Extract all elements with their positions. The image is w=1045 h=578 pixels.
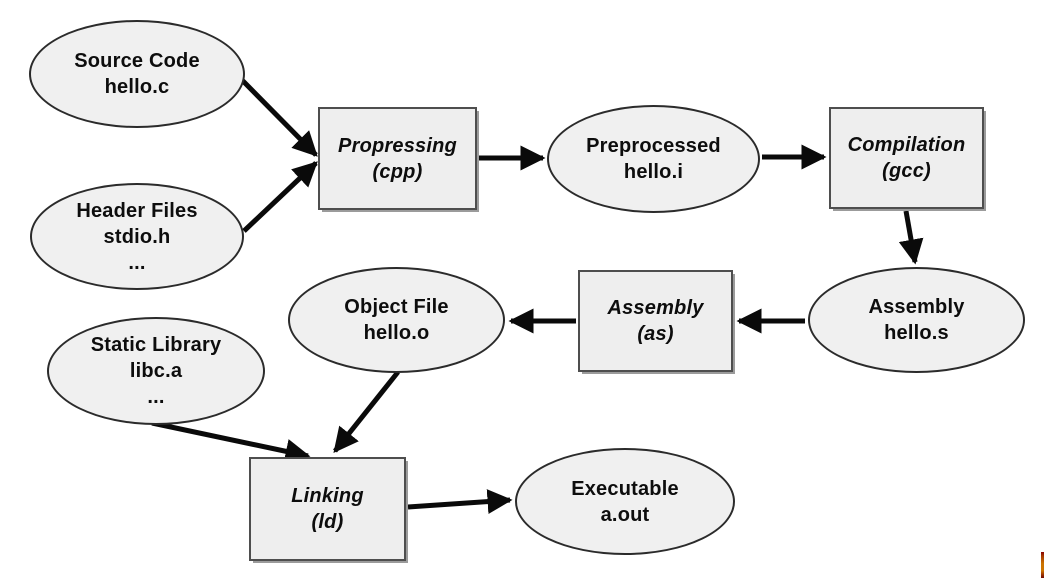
node-linking-step: Linking (ld) [249, 457, 406, 561]
node-label: Linking [291, 485, 364, 507]
node-header-files: Header Files stdio.h ... [30, 183, 244, 290]
node-label: Static Library [90, 334, 222, 356]
node-compilation-step: Compilation (gcc) [829, 107, 984, 209]
node-ellipsis: ... [128, 251, 146, 274]
edge-header-files-to-preprocessing [242, 161, 318, 233]
edge-linking-to-executable [407, 489, 513, 515]
node-sublabel: (ld) [311, 511, 344, 533]
node-label: Assembly [868, 296, 965, 318]
edge-source-code-to-preprocessing [240, 78, 318, 157]
edge-object-file-to-linking [333, 370, 400, 453]
node-assembler-step: Assembly (as) [578, 270, 733, 372]
node-sublabel: stdio.h [103, 225, 171, 248]
edge-compilation-to-assembly-file [898, 210, 924, 265]
node-sublabel: (as) [637, 323, 674, 345]
node-sublabel: hello.o [363, 322, 430, 344]
node-label: Propressing [338, 134, 457, 157]
node-preprocessing-step: Propressing (cpp) [318, 107, 477, 210]
node-sublabel: libc.a [129, 360, 183, 382]
node-assembly-file: Assembly hello.s [808, 267, 1025, 373]
node-source-code: Source Code hello.c [29, 20, 245, 128]
node-label: Header Files [76, 199, 198, 222]
node-label: Preprocessed [586, 135, 721, 157]
node-label: Executable [571, 477, 679, 500]
node-label: Object File [344, 296, 449, 318]
node-sublabel: hello.i [623, 161, 684, 183]
node-ellipsis: ... [147, 386, 165, 408]
screen-edge-artifact [1041, 552, 1044, 578]
node-label: Source Code [74, 50, 200, 72]
node-sublabel: hello.c [104, 76, 170, 98]
node-sublabel: a.out [600, 503, 650, 526]
node-sublabel: (cpp) [372, 160, 423, 183]
node-label: Assembly [607, 297, 704, 319]
edge-static-library-to-linking [151, 420, 311, 464]
node-executable: Executable a.out [515, 448, 735, 555]
node-sublabel: (gcc) [882, 160, 931, 182]
node-preprocessed-file: Preprocessed hello.i [547, 105, 760, 213]
node-static-library: Static Library libc.a ... [47, 317, 265, 425]
node-label: Compilation [847, 134, 966, 156]
node-sublabel: hello.s [884, 322, 949, 344]
node-object-file: Object File hello.o [288, 267, 505, 373]
